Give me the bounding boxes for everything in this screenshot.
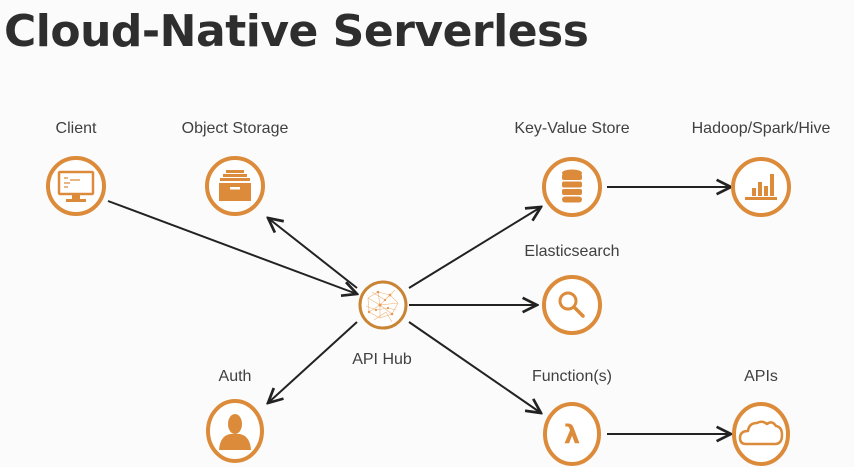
hadoop-node[interactable] <box>731 157 791 217</box>
key-value-store-node[interactable] <box>542 157 602 217</box>
edge-api-hub-auth <box>268 321 358 403</box>
apis-label: APIs <box>744 368 778 385</box>
client-label: Client <box>55 120 97 137</box>
elasticsearch-label: Elasticsearch <box>524 243 620 260</box>
client-node[interactable] <box>46 156 106 216</box>
hadoop-label: Hadoop/Spark/Hive <box>691 120 831 137</box>
object-storage-node[interactable] <box>205 156 265 216</box>
bar-chart-icon <box>745 174 777 200</box>
api-hub-node[interactable] <box>358 280 408 330</box>
auth-label: Auth <box>218 368 252 385</box>
lambda-icon: λ <box>564 420 580 450</box>
monitor-icon <box>57 170 95 202</box>
cloud-icon <box>738 420 784 446</box>
elasticsearch-node[interactable] <box>542 275 602 335</box>
database-icon <box>562 169 582 203</box>
key-value-store-label: Key-Value Store <box>514 120 630 137</box>
functions-label: Function(s) <box>531 368 613 385</box>
edge-api-hub-key-value-store <box>408 207 541 289</box>
page-title: Cloud-Native Serverless <box>4 6 589 57</box>
edge-api-hub-functions <box>408 321 541 413</box>
file-cabinet-icon <box>219 170 251 201</box>
object-storage-label: Object Storage <box>181 120 289 137</box>
user-icon <box>219 414 251 450</box>
edge-api-hub-object-storage <box>268 218 358 289</box>
api-hub-label: API Hub <box>352 351 412 368</box>
network-mesh-icon <box>365 289 399 323</box>
apis-node[interactable] <box>732 402 790 466</box>
auth-node[interactable] <box>206 399 264 463</box>
search-icon <box>558 291 585 318</box>
functions-node[interactable]: λ <box>543 402 601 466</box>
edge-client-api-hub <box>107 200 357 294</box>
